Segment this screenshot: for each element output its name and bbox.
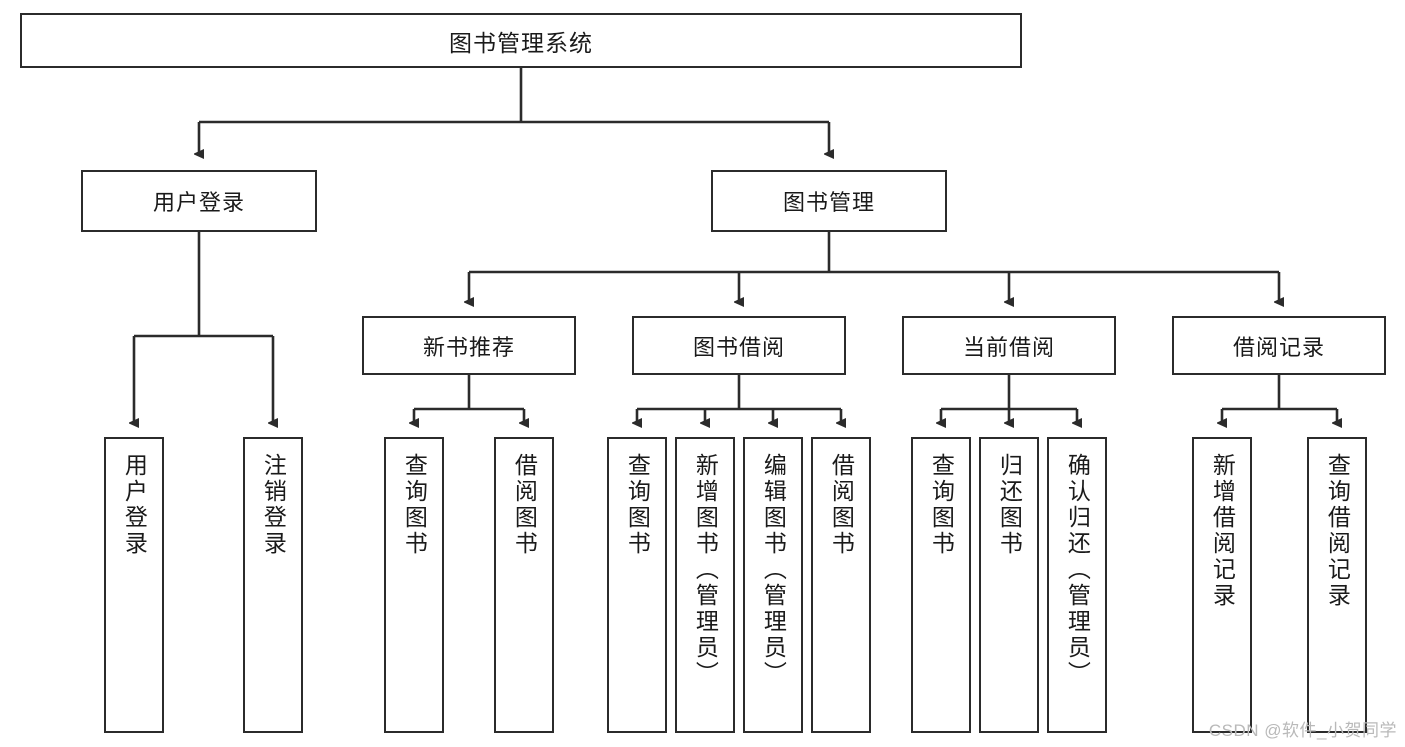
node-label: 查询图书 bbox=[624, 453, 651, 557]
leaf-recommend-query-book[interactable]: 查询图书 bbox=[384, 437, 444, 733]
node-label: 借阅图书 bbox=[511, 453, 538, 557]
node-label: 查询图书 bbox=[401, 453, 428, 557]
node-label: 图书管理系统 bbox=[449, 29, 593, 56]
leaf-borrow-edit-book-admin[interactable]: 编辑图书（管理员） bbox=[743, 437, 803, 733]
node-current-borrow[interactable]: 当前借阅 bbox=[902, 316, 1116, 375]
node-label: 编辑图书（管理员） bbox=[760, 453, 787, 687]
node-label: 归还图书 bbox=[996, 453, 1023, 557]
leaf-current-confirm-return-admin[interactable]: 确认归还（管理员） bbox=[1047, 437, 1107, 733]
leaf-user-logout[interactable]: 注销登录 bbox=[243, 437, 303, 733]
node-label: 用户登录 bbox=[121, 453, 148, 557]
node-label: 查询图书 bbox=[928, 453, 955, 557]
node-label: 注销登录 bbox=[260, 453, 287, 557]
leaf-borrow-query-book[interactable]: 查询图书 bbox=[607, 437, 667, 733]
watermark: CSDN @软件_小贺同学 bbox=[1208, 721, 1397, 740]
node-label: 新增借阅记录 bbox=[1209, 453, 1236, 609]
node-label: 新书推荐 bbox=[422, 334, 515, 360]
leaf-current-return-book[interactable]: 归还图书 bbox=[979, 437, 1039, 733]
node-label: 用户登录 bbox=[152, 190, 245, 215]
node-borrow-record[interactable]: 借阅记录 bbox=[1172, 316, 1386, 375]
leaf-record-add-borrow-record[interactable]: 新增借阅记录 bbox=[1192, 437, 1252, 733]
leaf-record-query-borrow-record[interactable]: 查询借阅记录 bbox=[1307, 437, 1367, 733]
leaf-current-query-book[interactable]: 查询图书 bbox=[911, 437, 971, 733]
node-root-book-management-system[interactable]: 图书管理系统 bbox=[20, 13, 1022, 68]
node-label: 图书管理 bbox=[782, 190, 875, 215]
leaf-recommend-borrow-book[interactable]: 借阅图书 bbox=[494, 437, 554, 733]
node-book-management[interactable]: 图书管理 bbox=[711, 170, 947, 232]
node-label: 图书借阅 bbox=[692, 334, 785, 360]
node-label: 当前借阅 bbox=[962, 334, 1055, 360]
node-user-login[interactable]: 用户登录 bbox=[81, 170, 317, 232]
node-label: 借阅记录 bbox=[1232, 334, 1325, 360]
node-label: 借阅图书 bbox=[828, 453, 855, 557]
leaf-user-login[interactable]: 用户登录 bbox=[104, 437, 164, 733]
node-new-book-recommend[interactable]: 新书推荐 bbox=[362, 316, 576, 375]
leaf-borrow-add-book-admin[interactable]: 新增图书（管理员） bbox=[675, 437, 735, 733]
leaf-borrow-borrow-book[interactable]: 借阅图书 bbox=[811, 437, 871, 733]
node-label: 查询借阅记录 bbox=[1324, 453, 1351, 609]
node-book-borrow[interactable]: 图书借阅 bbox=[632, 316, 846, 375]
node-label: 新增图书（管理员） bbox=[692, 453, 719, 687]
node-label: 确认归还（管理员） bbox=[1064, 453, 1091, 687]
